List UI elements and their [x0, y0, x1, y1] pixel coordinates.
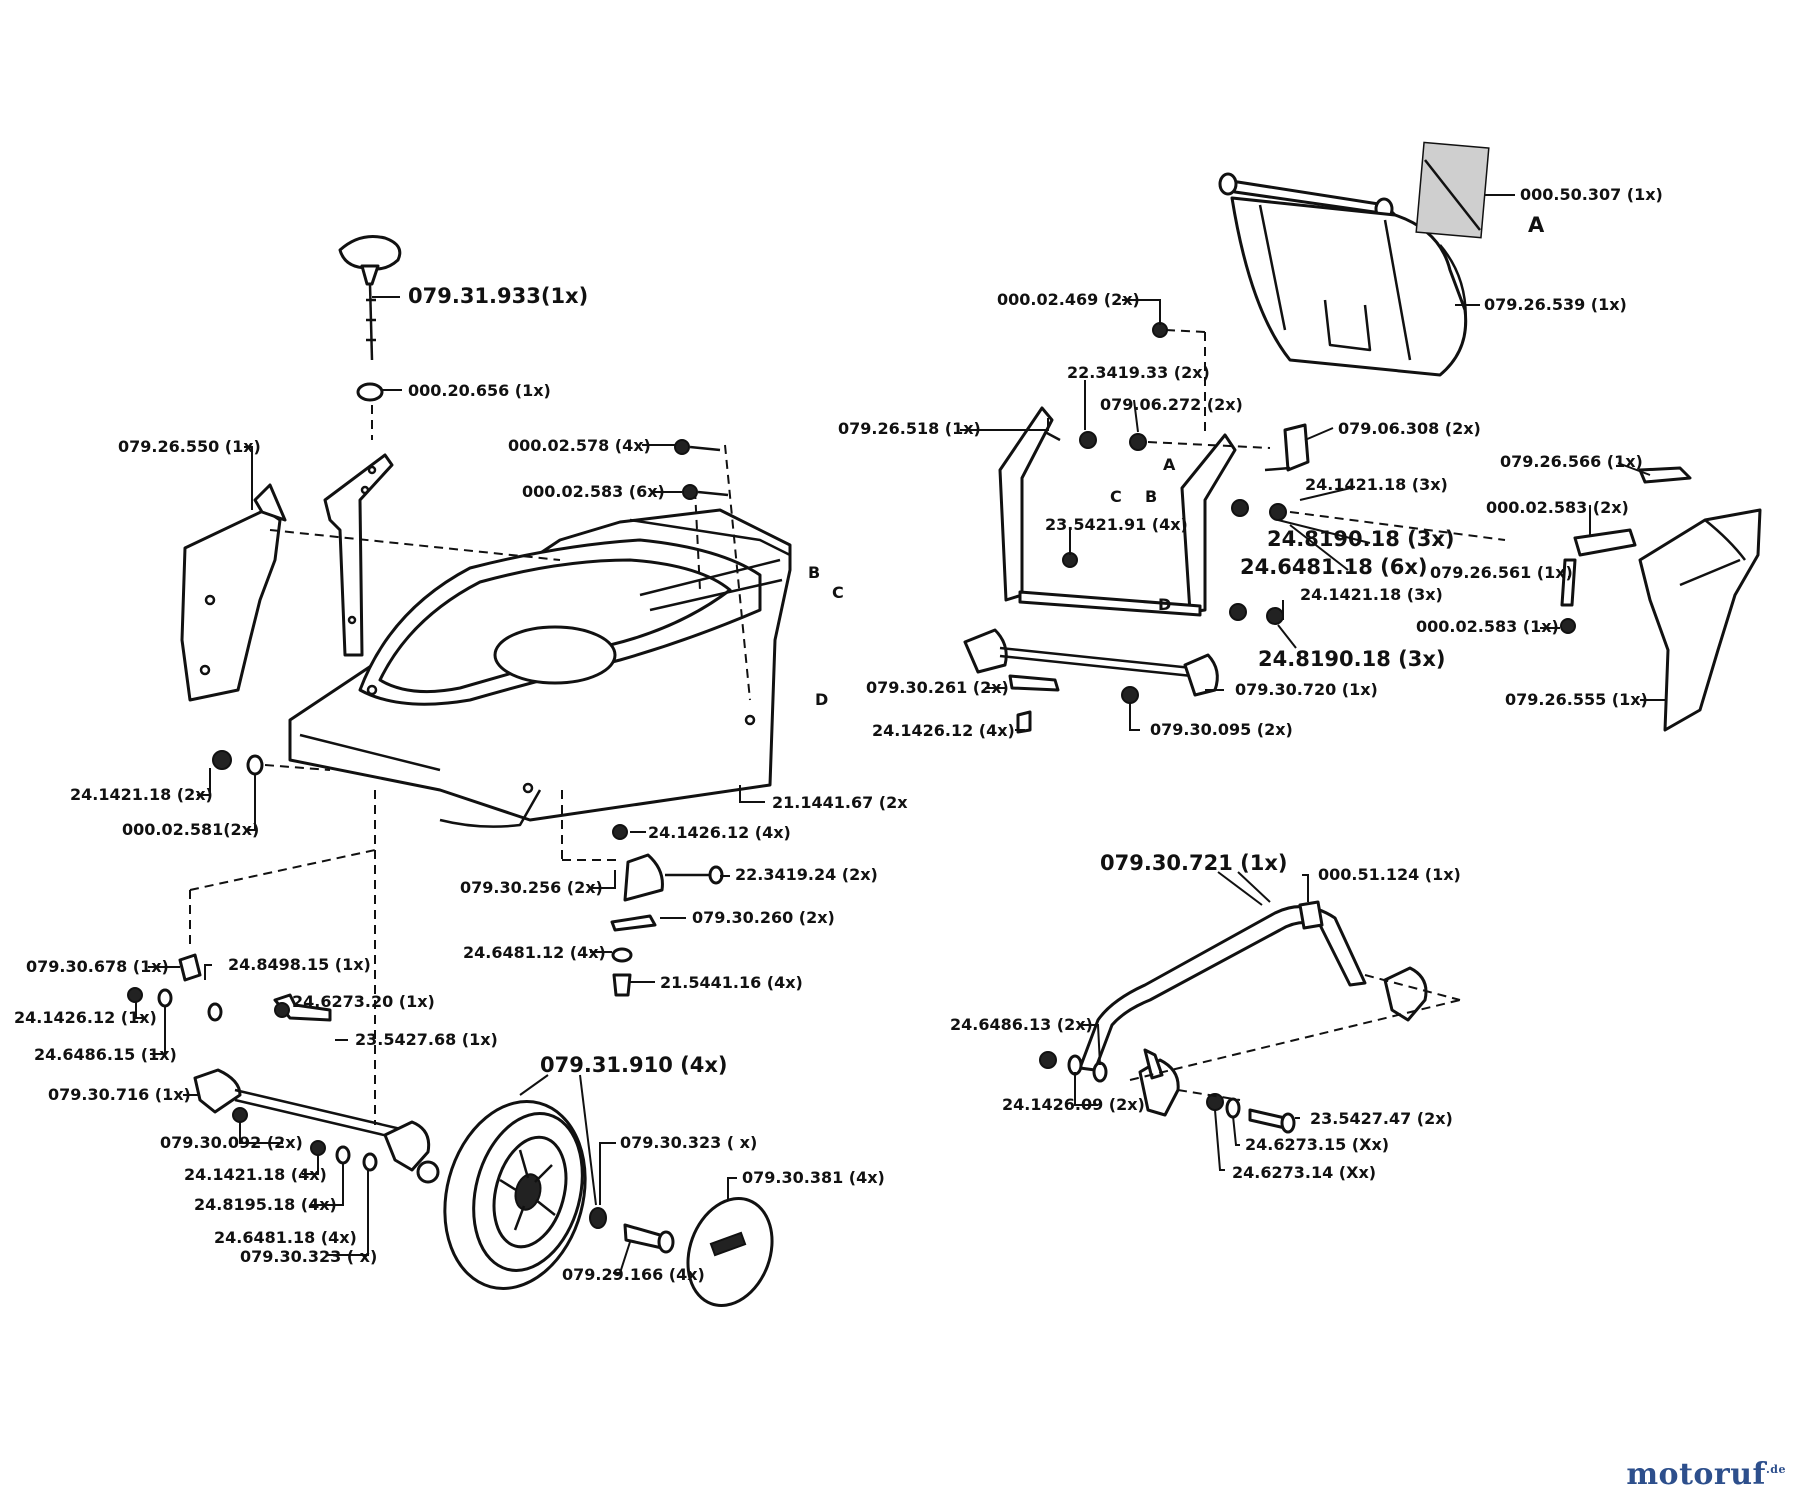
part-labels: 079.31.933(1x) 000.20.656 (1x) 079.26.55…	[14, 185, 1663, 1284]
part-number-label: 079.30.256 (2x)	[460, 878, 603, 897]
reference-letter: D	[815, 690, 828, 709]
part-number-label: 23.5427.47 (2x)	[1310, 1109, 1453, 1128]
rear-flap-left	[180, 483, 287, 702]
part-number-label: 000.02.583 (1x)	[1416, 617, 1559, 636]
part-number-label: 079.06.308 (2x)	[1338, 419, 1481, 438]
height-adjust-knob	[338, 235, 402, 361]
part-number-label: 079.30.095 (2x)	[1150, 720, 1293, 739]
deck-bolt	[682, 484, 729, 500]
part-number-label: 24.1426.12 (4x)	[648, 823, 791, 842]
part-number-label: 079.26.561 (1x)	[1430, 563, 1573, 582]
part-number-label: 079.31.933(1x)	[408, 284, 588, 308]
part-number-label: 24.6481.12 (4x)	[463, 943, 606, 962]
part-number-label: 000.02.578 (4x)	[508, 436, 651, 455]
washer	[246, 754, 264, 776]
part-number-label: 24.8190.18 (3x)	[1258, 647, 1446, 671]
part-number-label: 079.30.092 (2x)	[160, 1133, 303, 1152]
reference-letter: C	[832, 583, 844, 602]
part-number-label: 079.06.272 (2x)	[1100, 395, 1243, 414]
part-number-label: 079.26.539 (1x)	[1484, 295, 1627, 314]
pivot-rod	[963, 628, 1219, 734]
part-number-label: 24.1426.12 (4x)	[872, 721, 1015, 740]
reference-letter: C	[1110, 487, 1122, 506]
part-number-label: 22.3419.24 (2x)	[735, 865, 878, 884]
nut	[212, 750, 232, 770]
part-number-label: 000.02.583 (6x)	[522, 482, 665, 501]
axle-arm	[127, 953, 440, 1184]
part-number-label: 24.6273.20 (1x)	[292, 992, 435, 1011]
part-number-label: 24.1421.18 (3x)	[1305, 475, 1448, 494]
part-number-label: 24.6481.18 (4x)	[214, 1228, 357, 1247]
reference-letter: D	[1158, 595, 1171, 614]
part-number-label: 24.6273.14 (Xx)	[1232, 1163, 1376, 1182]
part-number-label: 24.1426.09 (2x)	[1002, 1095, 1145, 1114]
part-number-label: 21.1441.67 (2x	[772, 793, 908, 812]
wheel	[443, 1100, 587, 1290]
part-number-label: 079.30.323 ( x)	[240, 1247, 377, 1266]
part-number-label: 000.02.581(2x)	[122, 820, 259, 839]
catcher-label-plate	[1415, 141, 1490, 239]
hinge-bracket-assembly	[998, 322, 1310, 625]
push-handle	[1039, 900, 1428, 1134]
part-number-label: 24.1421.18 (2x)	[70, 785, 213, 804]
height-adjust-bracket	[323, 453, 394, 657]
part-number-label: 000.20.656 (1x)	[408, 381, 551, 400]
wheel-bushing	[589, 1207, 607, 1229]
brand-suffix: .de	[1765, 1463, 1786, 1476]
part-number-label: 24.6486.15 (1x)	[34, 1045, 177, 1064]
part-number-label: 24.8498.15 (1x)	[228, 955, 371, 974]
brand-watermark: motoruf.de	[1626, 1457, 1786, 1492]
part-number-label: 24.8195.18 (4x)	[194, 1195, 337, 1214]
grass-catcher-frame-top	[1218, 172, 1468, 377]
part-number-label: 24.1421.18 (3x)	[1300, 585, 1443, 604]
part-number-label: 079.30.720 (1x)	[1235, 680, 1378, 699]
reference-letter: A	[1528, 213, 1545, 237]
part-number-label: 24.1421.18 (4x)	[184, 1165, 327, 1184]
part-number-label: 079.30.678 (1x)	[26, 957, 169, 976]
part-number-label: 079.30.716 (1x)	[48, 1085, 191, 1104]
part-number-label: 24.6481.18 (6x)	[1240, 555, 1428, 579]
part-number-label: 24.6486.13 (2x)	[950, 1015, 1093, 1034]
part-number-label: 079.30.381 (4x)	[742, 1168, 885, 1187]
mower-deck	[269, 444, 792, 828]
part-number-label: 079.31.910 (4x)	[540, 1053, 728, 1077]
part-number-label: 000.51.124 (1x)	[1318, 865, 1461, 884]
part-number-label: 23.5421.91 (4x)	[1045, 515, 1188, 534]
part-number-label: 079.26.555 (1x)	[1505, 690, 1648, 709]
part-number-label: 22.3419.33 (2x)	[1067, 363, 1210, 382]
assembly-letters: B C D A A C B D	[808, 213, 1545, 709]
part-number-label: 079.26.518 (1x)	[838, 419, 981, 438]
part-number-label: 21.5441.16 (4x)	[660, 973, 803, 992]
part-number-label: 079.26.550 (1x)	[118, 437, 261, 456]
reference-letter: B	[808, 563, 820, 582]
part-number-label: 079.30.260 (2x)	[692, 908, 835, 927]
reference-letter: B	[1145, 487, 1157, 506]
rear-flap-right	[1638, 508, 1762, 732]
flap-clip	[1560, 466, 1692, 634]
wheel-hub-cap	[686, 1197, 774, 1307]
part-number-label: 23.5427.68 (1x)	[355, 1030, 498, 1049]
washer	[356, 382, 384, 402]
part-number-label: 24.1426.12 (1x)	[14, 1008, 157, 1027]
part-number-label: 079.30.261 (2x)	[866, 678, 1009, 697]
part-number-label: 24.6273.15 (Xx)	[1245, 1135, 1389, 1154]
part-number-label: 000.50.307 (1x)	[1520, 185, 1663, 204]
part-number-label: 079.30.323 ( x)	[620, 1133, 757, 1152]
wheel-bolt	[623, 1223, 675, 1254]
reference-letter: A	[1163, 455, 1176, 474]
brand-name: motoruf	[1626, 1457, 1766, 1492]
part-number-label: 079.26.566 (1x)	[1500, 452, 1643, 471]
part-number-label: 000.02.583 (2x)	[1486, 498, 1629, 517]
part-number-label: 24.8190.18 (3x)	[1267, 527, 1455, 551]
deck-bolt	[674, 439, 721, 455]
part-number-label: 079.30.721 (1x)	[1100, 851, 1288, 875]
part-number-label: 000.02.469 (2x)	[997, 290, 1140, 309]
part-number-label: 079.29.166 (4x)	[562, 1265, 705, 1284]
